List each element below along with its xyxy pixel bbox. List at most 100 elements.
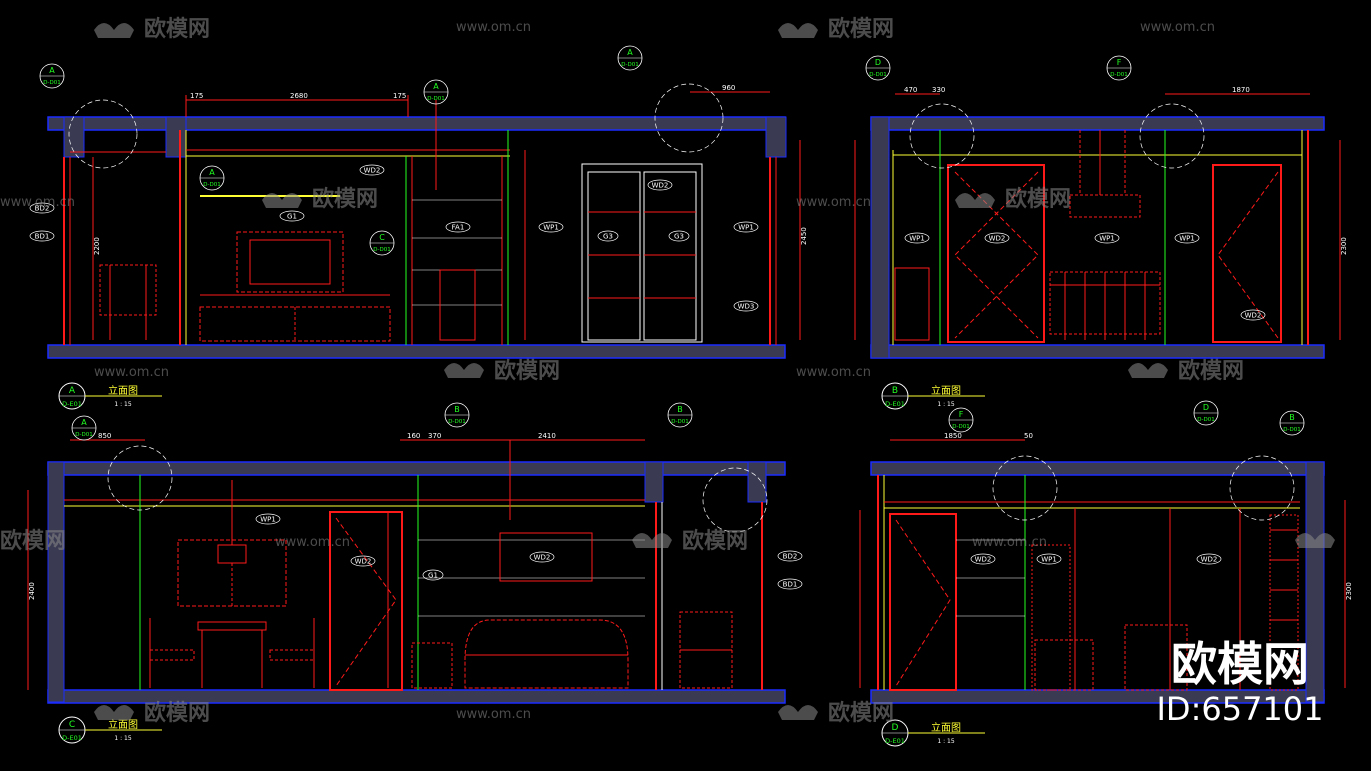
column xyxy=(765,116,787,158)
tag: WD2 xyxy=(984,232,1010,244)
dim-label: 850 xyxy=(98,432,111,440)
watermark-url: www.om.cn xyxy=(796,365,871,380)
callout-marker: DD-D01 xyxy=(865,55,891,81)
tag: WD2 xyxy=(647,179,673,191)
watermark-logo: 欧模网 xyxy=(444,358,560,384)
watermark-url: www.om.cn xyxy=(1140,20,1215,35)
tag: WP1 xyxy=(1094,232,1120,244)
dim-label: 2410 xyxy=(538,432,556,440)
watermark-logo: 欧模网 xyxy=(262,186,378,212)
title-block-c: C D-E01 立面图 1 : 15 xyxy=(58,716,162,744)
svg-text:立面图: 立面图 xyxy=(108,384,138,397)
svg-text:A: A xyxy=(627,48,633,57)
svg-text:D-E01: D-E01 xyxy=(885,737,905,745)
callout-marker: A D-D01 xyxy=(423,79,449,105)
svg-text:D: D xyxy=(892,723,899,733)
svg-text:C: C xyxy=(379,233,385,242)
tag: WD2 xyxy=(359,164,385,176)
svg-text:A: A xyxy=(433,82,439,91)
tag: WD2 xyxy=(970,553,996,565)
brand-stamp-id: ID:657101 xyxy=(1156,690,1323,728)
svg-text:WD2: WD2 xyxy=(1201,556,1218,564)
svg-text:WD2: WD2 xyxy=(355,558,372,566)
svg-text:立面图: 立面图 xyxy=(931,384,961,397)
title-block-b: B D-E01 立面图 1 : 15 xyxy=(881,382,985,410)
door xyxy=(1212,164,1282,343)
svg-text:WP1: WP1 xyxy=(543,224,559,232)
svg-text:D-D01: D-D01 xyxy=(203,182,220,188)
svg-text:欧模网: 欧模网 xyxy=(1178,358,1244,384)
ceiling-slab xyxy=(870,116,1325,131)
watermark-url: www.om.cn xyxy=(456,707,531,722)
svg-text:WD2: WD2 xyxy=(989,235,1006,243)
svg-text:D-D01: D-D01 xyxy=(952,424,969,430)
svg-text:D-D01: D-D01 xyxy=(671,419,688,425)
svg-text:立面图: 立面图 xyxy=(108,718,138,731)
dim-label: 2300 xyxy=(1340,237,1348,255)
svg-text:BD2: BD2 xyxy=(783,553,798,561)
svg-text:1 : 15: 1 : 15 xyxy=(937,401,954,408)
wall-picture xyxy=(499,532,593,582)
tag: BD1 xyxy=(777,578,803,590)
tag: WD2 xyxy=(1240,309,1266,321)
svg-text:C: C xyxy=(69,720,75,730)
elevation-titles: A D-E01 立面图 1 : 15 B D-E01 立面图 1 : 15 C … xyxy=(58,382,985,747)
svg-text:BD1: BD1 xyxy=(35,233,50,241)
svg-text:D-D01: D-D01 xyxy=(1110,72,1127,78)
watermark-text: 欧模网 xyxy=(0,528,66,554)
svg-text:BD1: BD1 xyxy=(783,581,798,589)
watermark-logo: 欧模网 xyxy=(778,16,894,42)
callout-marker: F D-D01 xyxy=(1106,55,1132,81)
svg-text:D-E01: D-E01 xyxy=(62,734,82,742)
watermark-logo: 欧模网 xyxy=(778,700,894,726)
tag: WD3 xyxy=(733,300,759,312)
svg-text:WD2: WD2 xyxy=(1245,312,1262,320)
svg-text:G3: G3 xyxy=(674,233,684,241)
svg-text:D: D xyxy=(875,58,881,67)
column xyxy=(165,116,187,158)
tag: WP1 xyxy=(904,232,930,244)
ceiling-slab xyxy=(47,461,786,476)
dim-label: 2450 xyxy=(800,227,808,245)
svg-text:D-D01: D-D01 xyxy=(1283,427,1300,433)
callout-marker: BD-D01 xyxy=(444,402,470,428)
svg-text:1 : 15: 1 : 15 xyxy=(937,738,954,745)
svg-text:D-D01: D-D01 xyxy=(1197,417,1214,423)
svg-text:D-D01: D-D01 xyxy=(373,247,390,253)
watermark-url: www.om.cn xyxy=(0,195,75,210)
svg-text:WD3: WD3 xyxy=(738,303,755,311)
svg-text:D-D01: D-D01 xyxy=(427,96,444,102)
svg-text:1 : 15: 1 : 15 xyxy=(114,735,131,742)
tag: G3 xyxy=(597,230,619,242)
svg-text:FA1: FA1 xyxy=(452,224,465,232)
section-callouts: AD-D01 AD-D01 AD-D01 CD-D01 AD-D01 DD-D0… xyxy=(39,45,1305,441)
tag: BD2 xyxy=(29,202,55,214)
tag: WP1 xyxy=(1174,232,1200,244)
svg-text:欧模网: 欧模网 xyxy=(144,16,210,42)
tag: BD1 xyxy=(29,230,55,242)
brand-stamp-title: 欧模网 xyxy=(1171,637,1309,691)
svg-text:D: D xyxy=(1203,403,1209,412)
dim-label: 370 xyxy=(428,432,441,440)
tag: WP1 xyxy=(255,513,281,525)
svg-text:B: B xyxy=(454,405,460,414)
svg-text:F: F xyxy=(959,410,964,419)
svg-text:WP1: WP1 xyxy=(909,235,925,243)
svg-text:WP1: WP1 xyxy=(260,516,276,524)
tag: WD2 xyxy=(350,555,376,567)
dim-label: 1850 xyxy=(944,432,962,440)
dimension-labels: 175 2680 175 960 2450 2200 470 330 1870 … xyxy=(28,84,1353,600)
tag: FA1 xyxy=(445,221,471,233)
watermark-url: www.om.cn xyxy=(972,535,1047,550)
dim-label: 50 xyxy=(1024,432,1033,440)
title-block-d: D D-E01 立面图 1 : 15 xyxy=(881,719,985,747)
door xyxy=(889,513,957,691)
svg-text:A: A xyxy=(81,418,87,427)
ceiling-slab xyxy=(47,116,786,131)
svg-text:F: F xyxy=(1117,58,1122,67)
dim-label: 175 xyxy=(190,92,203,100)
svg-text:欧模网: 欧模网 xyxy=(828,16,894,42)
door xyxy=(947,164,1045,343)
svg-text:D-D01: D-D01 xyxy=(43,80,60,86)
